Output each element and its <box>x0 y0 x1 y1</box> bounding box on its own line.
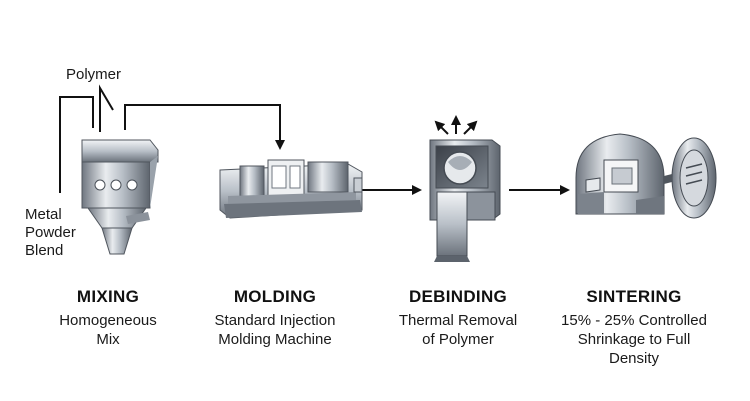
vapour-arrow-right <box>463 120 478 135</box>
mixer-to-molding-line <box>124 104 285 150</box>
stage-description: Thermal Removal of Polymer <box>398 312 518 348</box>
stage-title: SINTERING <box>586 287 682 306</box>
metal-powder-blend-label: Metal Powder Blend <box>25 206 76 259</box>
molding-machine-icon <box>219 159 363 219</box>
vapour-arrow-left <box>434 120 449 135</box>
flow-arrows <box>59 84 570 195</box>
stage-molding: MOLDING Standard Injection Molding Machi… <box>185 287 365 349</box>
polymer-label: Polymer <box>66 66 122 83</box>
stage-description: Standard Injection Molding Machine <box>214 312 336 348</box>
stage-mixing: MIXING Homogeneous Mix <box>18 287 198 349</box>
polymer-feed-chevron <box>99 84 114 132</box>
stage-title: MIXING <box>76 287 140 306</box>
stage-sintering: SINTERING 15% - 25% Controlled Shrinkage… <box>544 287 724 368</box>
mixer-icon <box>81 139 159 255</box>
stage-description: Homogeneous Mix <box>59 312 157 348</box>
stage-debinding: DEBINDING Thermal Removal of Polymer <box>368 287 548 349</box>
stage-title: DEBINDING <box>408 287 508 306</box>
stage-description: 15% - 25% Controlled Shrinkage to Full D… <box>561 312 707 367</box>
metal-powder-feed-line <box>59 96 94 193</box>
sintering-furnace-icon <box>575 133 717 219</box>
stage-title: MOLDING <box>233 287 317 306</box>
debinding-furnace-icon <box>429 139 501 262</box>
